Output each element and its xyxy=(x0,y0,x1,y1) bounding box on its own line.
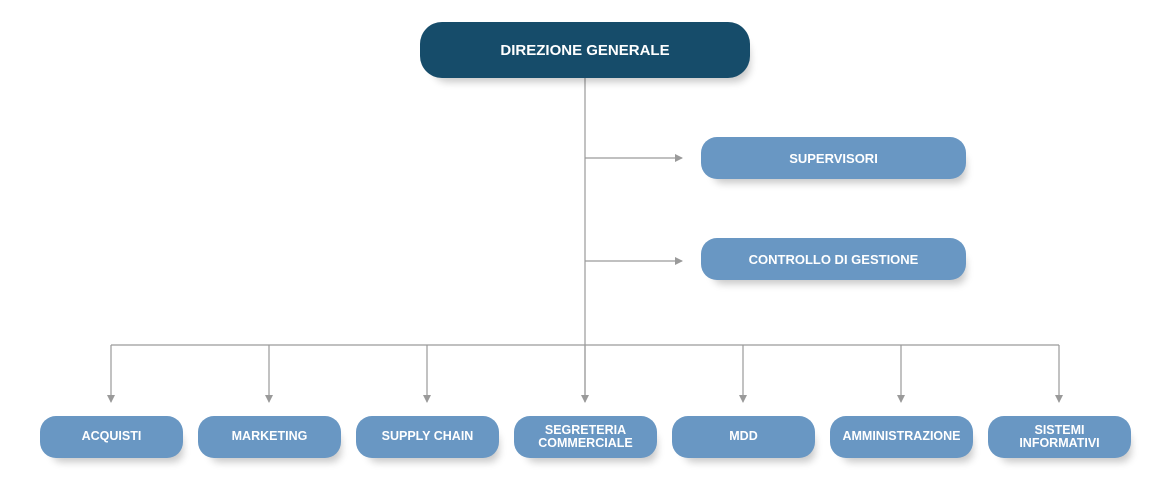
node-acquisti: ACQUISTI xyxy=(40,416,183,458)
node-direzione-generale: DIREZIONE GENERALE xyxy=(420,22,750,78)
node-label: AMMINISTRAZIONE xyxy=(842,429,961,444)
node-label: SUPPLY CHAIN xyxy=(381,429,474,444)
node-sistemi-informativi: SISTEMI INFORMATIVI xyxy=(988,416,1131,458)
node-controllo-di-gestione: CONTROLLO DI GESTIONE xyxy=(701,238,966,280)
node-label: ACQUISTI xyxy=(81,429,142,444)
node-segreteria-commerciale: SEGRETERIA COMMERCIALE xyxy=(514,416,657,458)
node-label: MDD xyxy=(729,429,758,444)
node-supervisori: SUPERVISORI xyxy=(701,137,966,179)
node-supply-chain: SUPPLY CHAIN xyxy=(356,416,499,458)
node-label: SISTEMI INFORMATIVI xyxy=(1019,422,1100,450)
node-label: SEGRETERIA COMMERCIALE xyxy=(538,422,633,450)
node-amministrazione: AMMINISTRAZIONE xyxy=(830,416,973,458)
node-label: CONTROLLO DI GESTIONE xyxy=(748,251,919,267)
node-mdd: MDD xyxy=(672,416,815,458)
node-marketing: MARKETING xyxy=(198,416,341,458)
node-label: SUPERVISORI xyxy=(789,150,878,166)
node-label: DIREZIONE GENERALE xyxy=(500,41,670,59)
node-label: MARKETING xyxy=(231,429,308,444)
